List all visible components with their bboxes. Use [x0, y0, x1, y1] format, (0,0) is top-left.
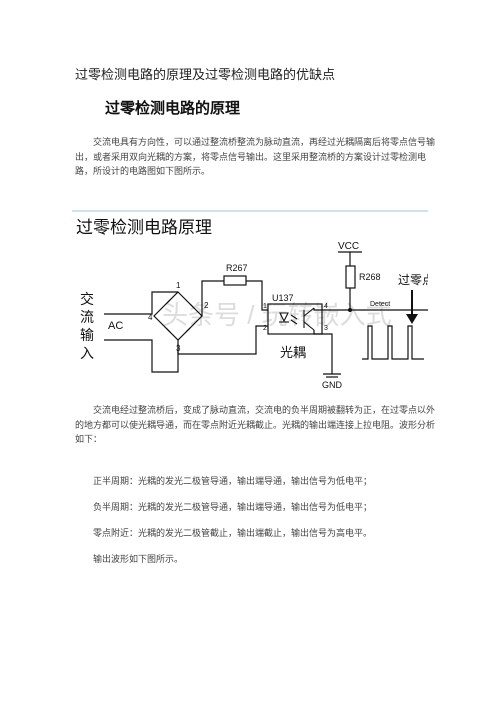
circuit-figure: 过零检测电路原理 头条号 / 玩转嵌入式 交 流 输 入 AC 1 2 3 4	[72, 204, 428, 390]
opto-led-icon	[279, 312, 298, 325]
gnd-symbol	[323, 373, 341, 378]
detect-node	[348, 308, 352, 312]
r268-label: R268	[359, 272, 381, 282]
opto-pin-1: 1	[263, 303, 267, 310]
gnd-label: GND	[322, 380, 343, 390]
ac-input-char-4: 入	[80, 345, 94, 361]
positive-half-line: 正半周期：光耦的发光二极管导通，输出端导通，输出信号为低电平；	[93, 477, 373, 487]
vcc-label: VCC	[338, 241, 359, 252]
ac-input-char-3: 输	[80, 327, 94, 343]
optocoupler-label: 光耦	[280, 345, 306, 360]
analysis-paragraph: 交流电经过整流桥后，变成了脉动直流，交流电的负半周期被翻转为正，在过零点以外的地…	[75, 406, 436, 445]
wire-r267-to-opto	[246, 280, 268, 311]
document-title: 过零检测电路的原理及过零检测电路的优缺点	[75, 68, 336, 83]
wire-opto-emitter-gnd	[313, 330, 333, 374]
wire-bridge-to-r267	[201, 280, 224, 316]
zero-point-label: 过零点	[398, 273, 428, 287]
section-heading: 过零检测电路的原理	[105, 99, 241, 117]
bridge-pin-4: 4	[148, 313, 153, 322]
r268-resistor	[345, 265, 356, 289]
r267-label: R267	[226, 263, 248, 273]
ac-wire-top	[104, 291, 178, 315]
ac-label: AC	[108, 320, 123, 332]
ac-input-char-1: 交	[80, 291, 94, 307]
near-zero-line: 零点附近：光耦的发光二极管截止，输出端截止，输出信号为高电平。	[93, 529, 373, 539]
detect-label: Detect	[370, 301, 390, 308]
intro-paragraph: 交流电具有方向性，可以通过整流桥整流为脉动直流，再经过光耦隔离后将零点信号输出，…	[75, 138, 436, 177]
ac-wire-bottom	[104, 339, 179, 373]
arrow-down-icon	[406, 290, 418, 324]
r267-resistor	[223, 275, 247, 286]
output-waveform	[362, 325, 424, 360]
opto-pin-2: 2	[263, 325, 267, 332]
wire-opto-collector	[313, 308, 350, 311]
figure-title: 过零检测电路原理	[76, 218, 212, 237]
bridge-pin-1: 1	[176, 281, 181, 290]
optocoupler-body	[267, 303, 323, 335]
opto-pin-3: 3	[324, 325, 328, 332]
waveform-note: 输出波形如下图所示。	[93, 555, 184, 565]
wire-bridge-neg-to-opto	[177, 325, 268, 355]
opto-transistor-icon	[303, 307, 315, 331]
opto-pin-4: 4	[324, 303, 328, 310]
u137-label: U137	[272, 293, 294, 303]
ac-input-char-2: 流	[80, 309, 94, 325]
negative-half-line: 负半周期：光耦的发光二极管导通，输出端导通，输出信号为低电平；	[93, 503, 373, 513]
bridge-pin-2: 2	[204, 301, 209, 310]
ac-input-label: 交 流 输 入	[80, 291, 94, 361]
